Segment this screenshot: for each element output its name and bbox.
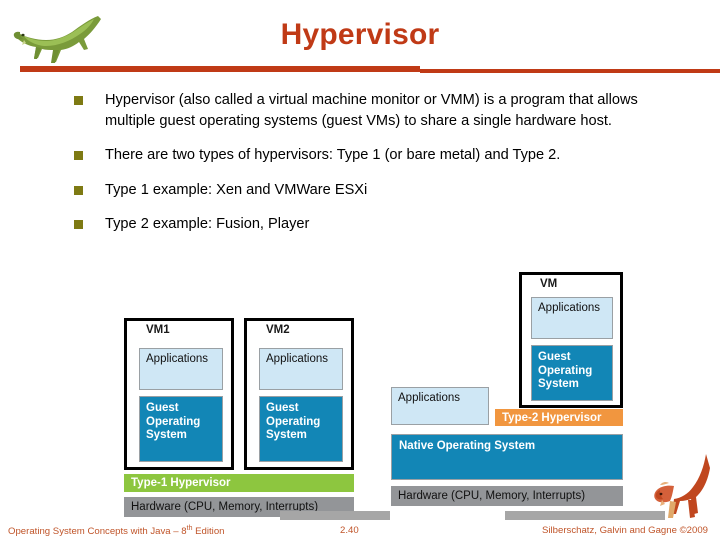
vm1-guest-os-box: Guest Operating System <box>139 396 223 462</box>
type2-hardware-bar: Hardware (CPU, Memory, Interrupts) <box>391 486 623 506</box>
page-title: Hypervisor <box>280 18 440 51</box>
vm-guest-os-line2: Operating <box>538 364 593 377</box>
footer-edition-tail: Edition <box>192 526 225 538</box>
host-applications-box: Applications <box>391 387 489 425</box>
vm1-applications-box: Applications <box>139 348 223 390</box>
vm2-guest-os-box: Guest Operating System <box>259 396 343 462</box>
type1-hypervisor-bar: Type-1 Hypervisor <box>124 474 354 492</box>
vm1-guest-os-line1: Guest <box>146 402 179 414</box>
title-rule-right <box>420 69 720 73</box>
bullet-square-icon <box>74 96 83 105</box>
bullet-list: Hypervisor (also called a virtual machin… <box>74 90 674 249</box>
vm-applications-box: Applications <box>531 297 613 339</box>
footer-decoration-left <box>280 511 390 520</box>
list-item: There are two types of hypervisors: Type… <box>74 145 674 166</box>
vm-label: VM <box>540 278 558 290</box>
footer-edition-text: Operating System Concepts with Java – 8t… <box>8 525 224 537</box>
vm1-guest-os-line3: System <box>146 429 187 441</box>
bullet-text: There are two types of hypervisors: Type… <box>105 147 561 163</box>
footer-copyright: Silberschatz, Galvin and Gagne ©2009 <box>542 525 708 536</box>
vm2-guest-os-line2: Operating <box>266 415 321 428</box>
list-item: Hypervisor (also called a virtual machin… <box>74 90 674 131</box>
bullet-text: Type 2 example: Fusion, Player <box>105 216 310 232</box>
footer-edition-sup: th <box>186 525 193 532</box>
vm1-guest-os-line2: Operating <box>146 415 201 428</box>
vm-guest-os-line3: System <box>538 378 579 390</box>
dinosaur-red-icon <box>648 452 712 524</box>
bullet-square-icon <box>74 185 83 195</box>
dinosaur-green-icon <box>12 10 104 68</box>
vm2-label: VM2 <box>266 324 290 336</box>
bullet-text: Hypervisor (also called a virtual machin… <box>105 92 638 129</box>
footer-edition-main: Operating System Concepts with Java – 8 <box>8 526 187 538</box>
vm2-guest-os-line3: System <box>266 429 307 441</box>
native-os-box: Native Operating System <box>391 434 623 480</box>
type2-hypervisor-bar: Type-2 Hypervisor <box>495 409 623 426</box>
list-item: Type 1 example: Xen and VMWare ESXi <box>74 180 674 201</box>
vm-guest-os-box: Guest Operating System <box>531 345 613 401</box>
vm2-guest-os-line1: Guest <box>266 402 299 414</box>
vm1-label: VM1 <box>146 324 170 336</box>
list-item: Type 2 example: Fusion, Player <box>74 214 674 235</box>
vm-guest-os-line1: Guest <box>538 351 571 363</box>
footer-decoration-right <box>505 511 665 520</box>
page-number: 2.40 <box>340 525 359 536</box>
bullet-text: Type 1 example: Xen and VMWare ESXi <box>105 181 368 198</box>
title-rule-left <box>20 66 420 72</box>
bullet-square-icon <box>74 151 83 160</box>
vm2-applications-box: Applications <box>259 348 343 390</box>
bullet-square-icon <box>74 220 83 229</box>
